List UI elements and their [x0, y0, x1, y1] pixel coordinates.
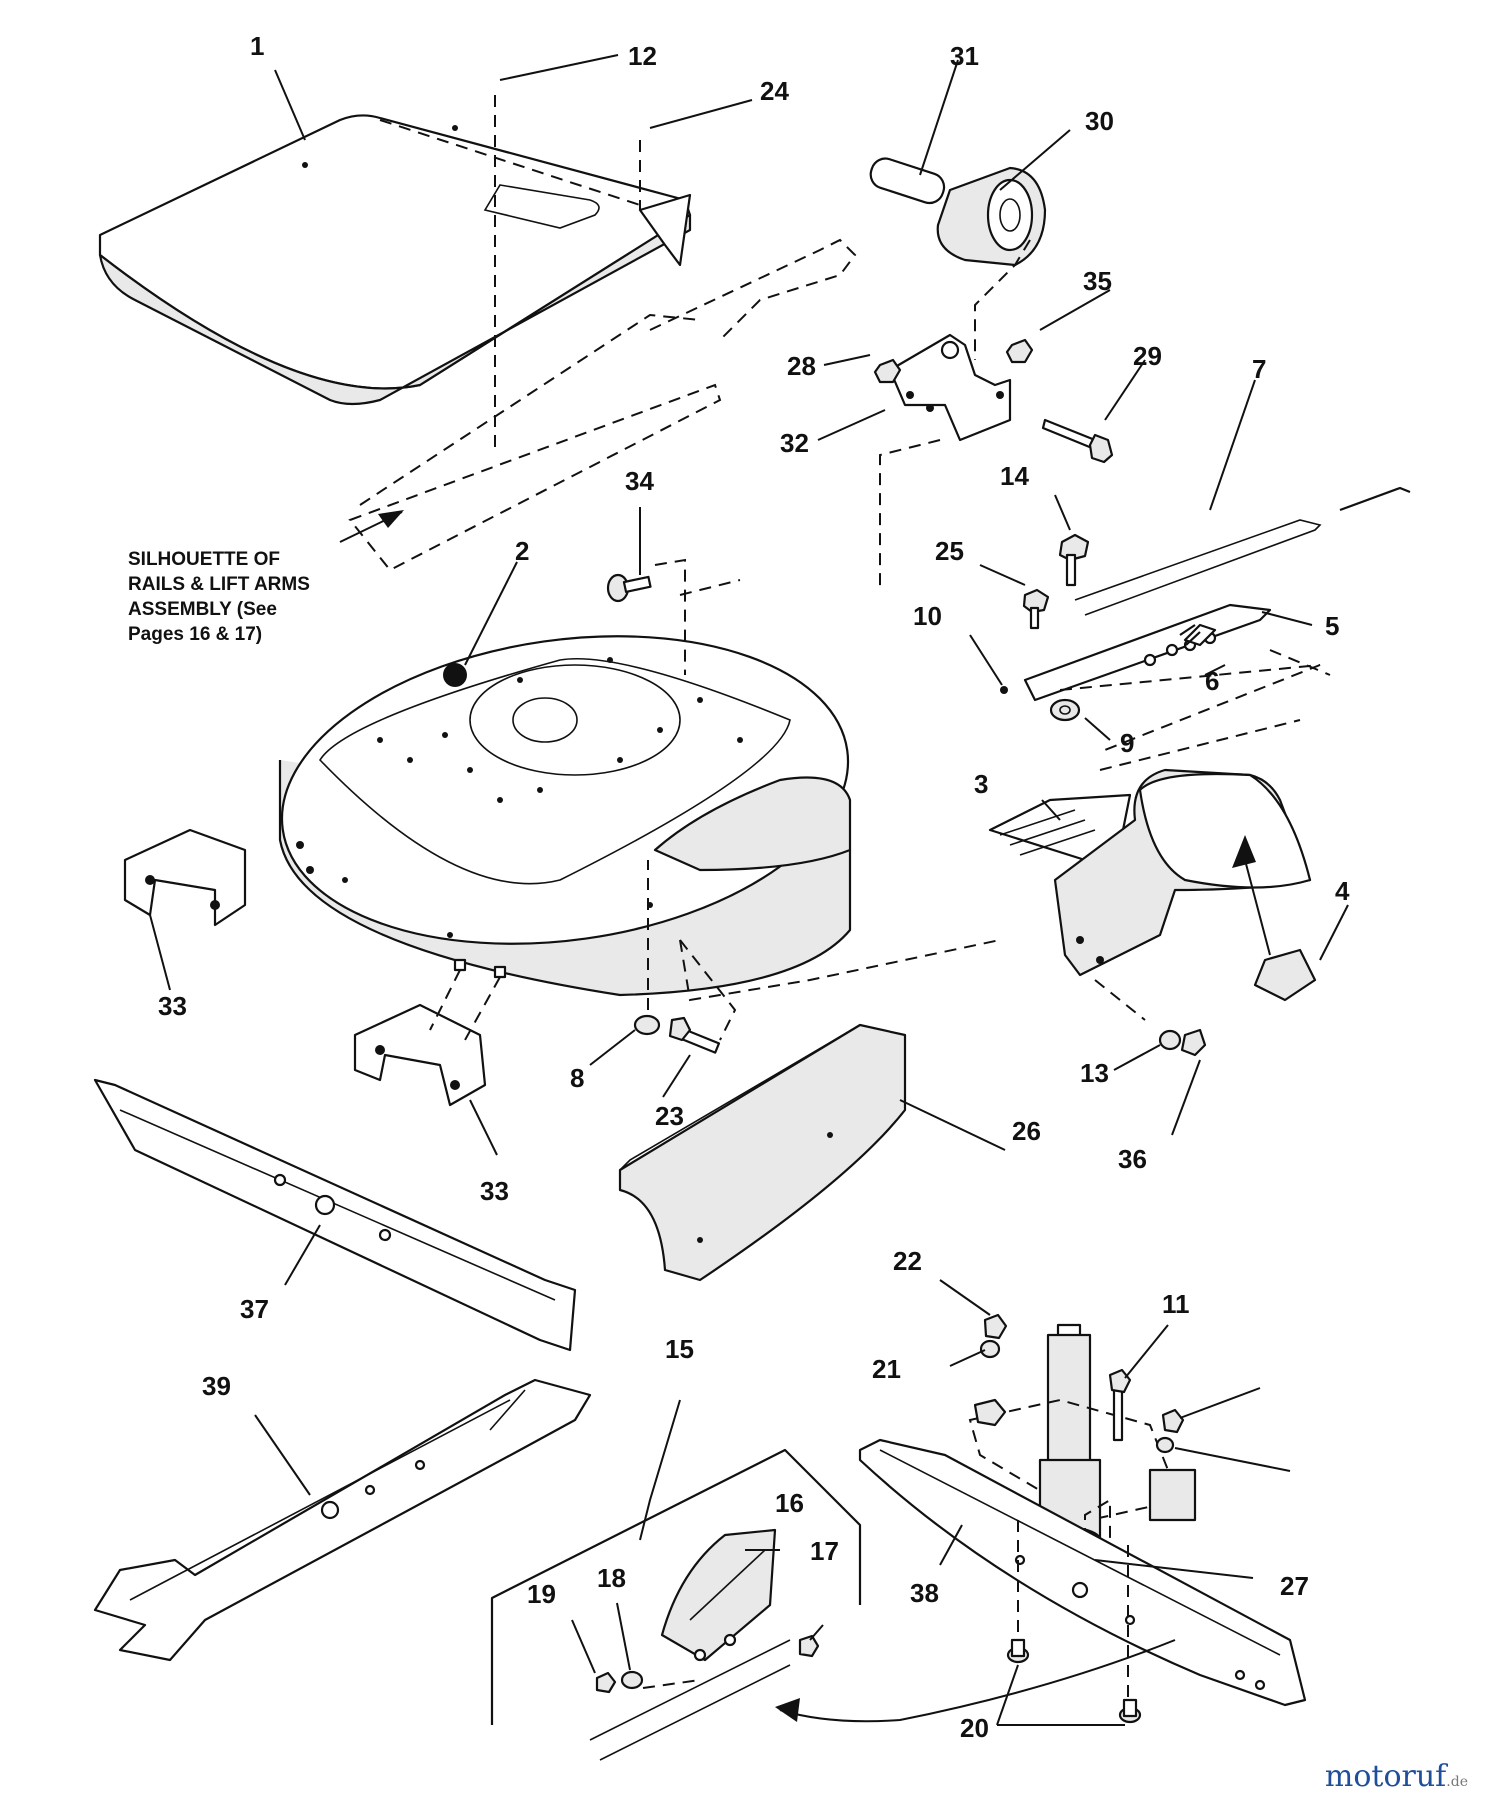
callout-26: 26 [1012, 1116, 1041, 1146]
callout-5: 5 [1325, 611, 1339, 641]
callout-25: 25 [935, 536, 964, 566]
callout-23: 23 [655, 1101, 684, 1131]
leader-lines [149, 54, 1349, 1726]
bolt-29 [1041, 418, 1114, 464]
callout-9: 9 [1120, 728, 1134, 758]
callout-2: 2 [515, 536, 529, 566]
callout-33: 33 [158, 991, 187, 1021]
callout-36: 36 [1118, 1144, 1147, 1174]
roller-bracket [879, 333, 1012, 590]
wing-nut [1158, 1028, 1207, 1057]
callout-37: 37 [240, 1294, 269, 1324]
callout-12: 12 [628, 41, 657, 71]
callout-14: 14 [1000, 461, 1029, 491]
inset-detail [490, 1448, 1176, 1761]
note-line-4: Pages 16 & 17) [128, 624, 262, 645]
callout-31: 31 [950, 41, 979, 71]
hinge-assembly [1000, 486, 1411, 751]
note-line-1: SILHOUETTE OF [128, 549, 280, 570]
callout-19: 19 [527, 1579, 556, 1609]
callout-24: 24 [760, 76, 789, 106]
callout-20: 20 [960, 1713, 989, 1743]
callout-38: 38 [910, 1578, 939, 1608]
rear-baffle [618, 1023, 907, 1282]
watermark-text: motoruf [1324, 1759, 1447, 1794]
callout-35: 35 [1083, 266, 1112, 296]
blade-37 [93, 1078, 577, 1352]
deck-housing [278, 579, 852, 997]
callout-18: 18 [597, 1563, 626, 1593]
callout-17: 17 [810, 1536, 839, 1566]
blade-bolts [1006, 1520, 1142, 1724]
watermark-logo: motoruf.de [1325, 1759, 1468, 1794]
cover-plate [98, 114, 692, 406]
blade-39 [93, 1378, 592, 1662]
callout-13: 13 [1080, 1058, 1109, 1088]
callout-8: 8 [570, 1063, 584, 1093]
bracket-left [123, 828, 247, 927]
callout-21: 21 [872, 1354, 901, 1384]
callout-28: 28 [787, 351, 816, 381]
callout-29: 29 [1133, 341, 1162, 371]
callout-15: 15 [665, 1334, 694, 1364]
callout-3: 3 [974, 769, 988, 799]
callout-10: 10 [913, 601, 942, 631]
hex-nut-35 [1005, 338, 1034, 364]
note-line-2: RAILS & LIFT ARMS [128, 574, 310, 595]
watermark-suffix: .de [1446, 1774, 1468, 1790]
screw-34 [606, 558, 686, 675]
note-line-3: ASSEMBLY (See [128, 599, 277, 620]
discharge-chute [988, 719, 1317, 1021]
bracket-lower [353, 958, 507, 1107]
callout-6: 6 [1205, 666, 1219, 696]
silhouette-note: SILHOUETTE OF RAILS & LIFT ARMS ASSEMBLY… [128, 549, 310, 645]
callout-1: 1 [250, 31, 264, 61]
callout-11: 11 [1162, 1289, 1190, 1319]
callout-7: 7 [1252, 354, 1266, 384]
nut-8-bolt-23 [633, 860, 1001, 1054]
callout-32: 32 [780, 428, 809, 458]
callout-labels: 1 2 3 4 5 6 7 8 9 10 11 12 13 14 15 16 1… [158, 31, 1350, 1743]
rails-silhouette [348, 95, 857, 572]
callout-22: 22 [893, 1246, 922, 1276]
callout-27: 27 [1280, 1571, 1309, 1601]
callout-39: 39 [202, 1371, 231, 1401]
roller-assembly [869, 157, 1047, 360]
callout-34: 34 [625, 466, 654, 496]
callout-16: 16 [775, 1488, 804, 1518]
callout-4: 4 [1335, 876, 1350, 906]
callout-30: 30 [1085, 106, 1114, 136]
callout-33-b: 33 [480, 1176, 509, 1206]
hex-nut-28 [873, 358, 902, 384]
blade-38 [858, 1438, 1307, 1707]
